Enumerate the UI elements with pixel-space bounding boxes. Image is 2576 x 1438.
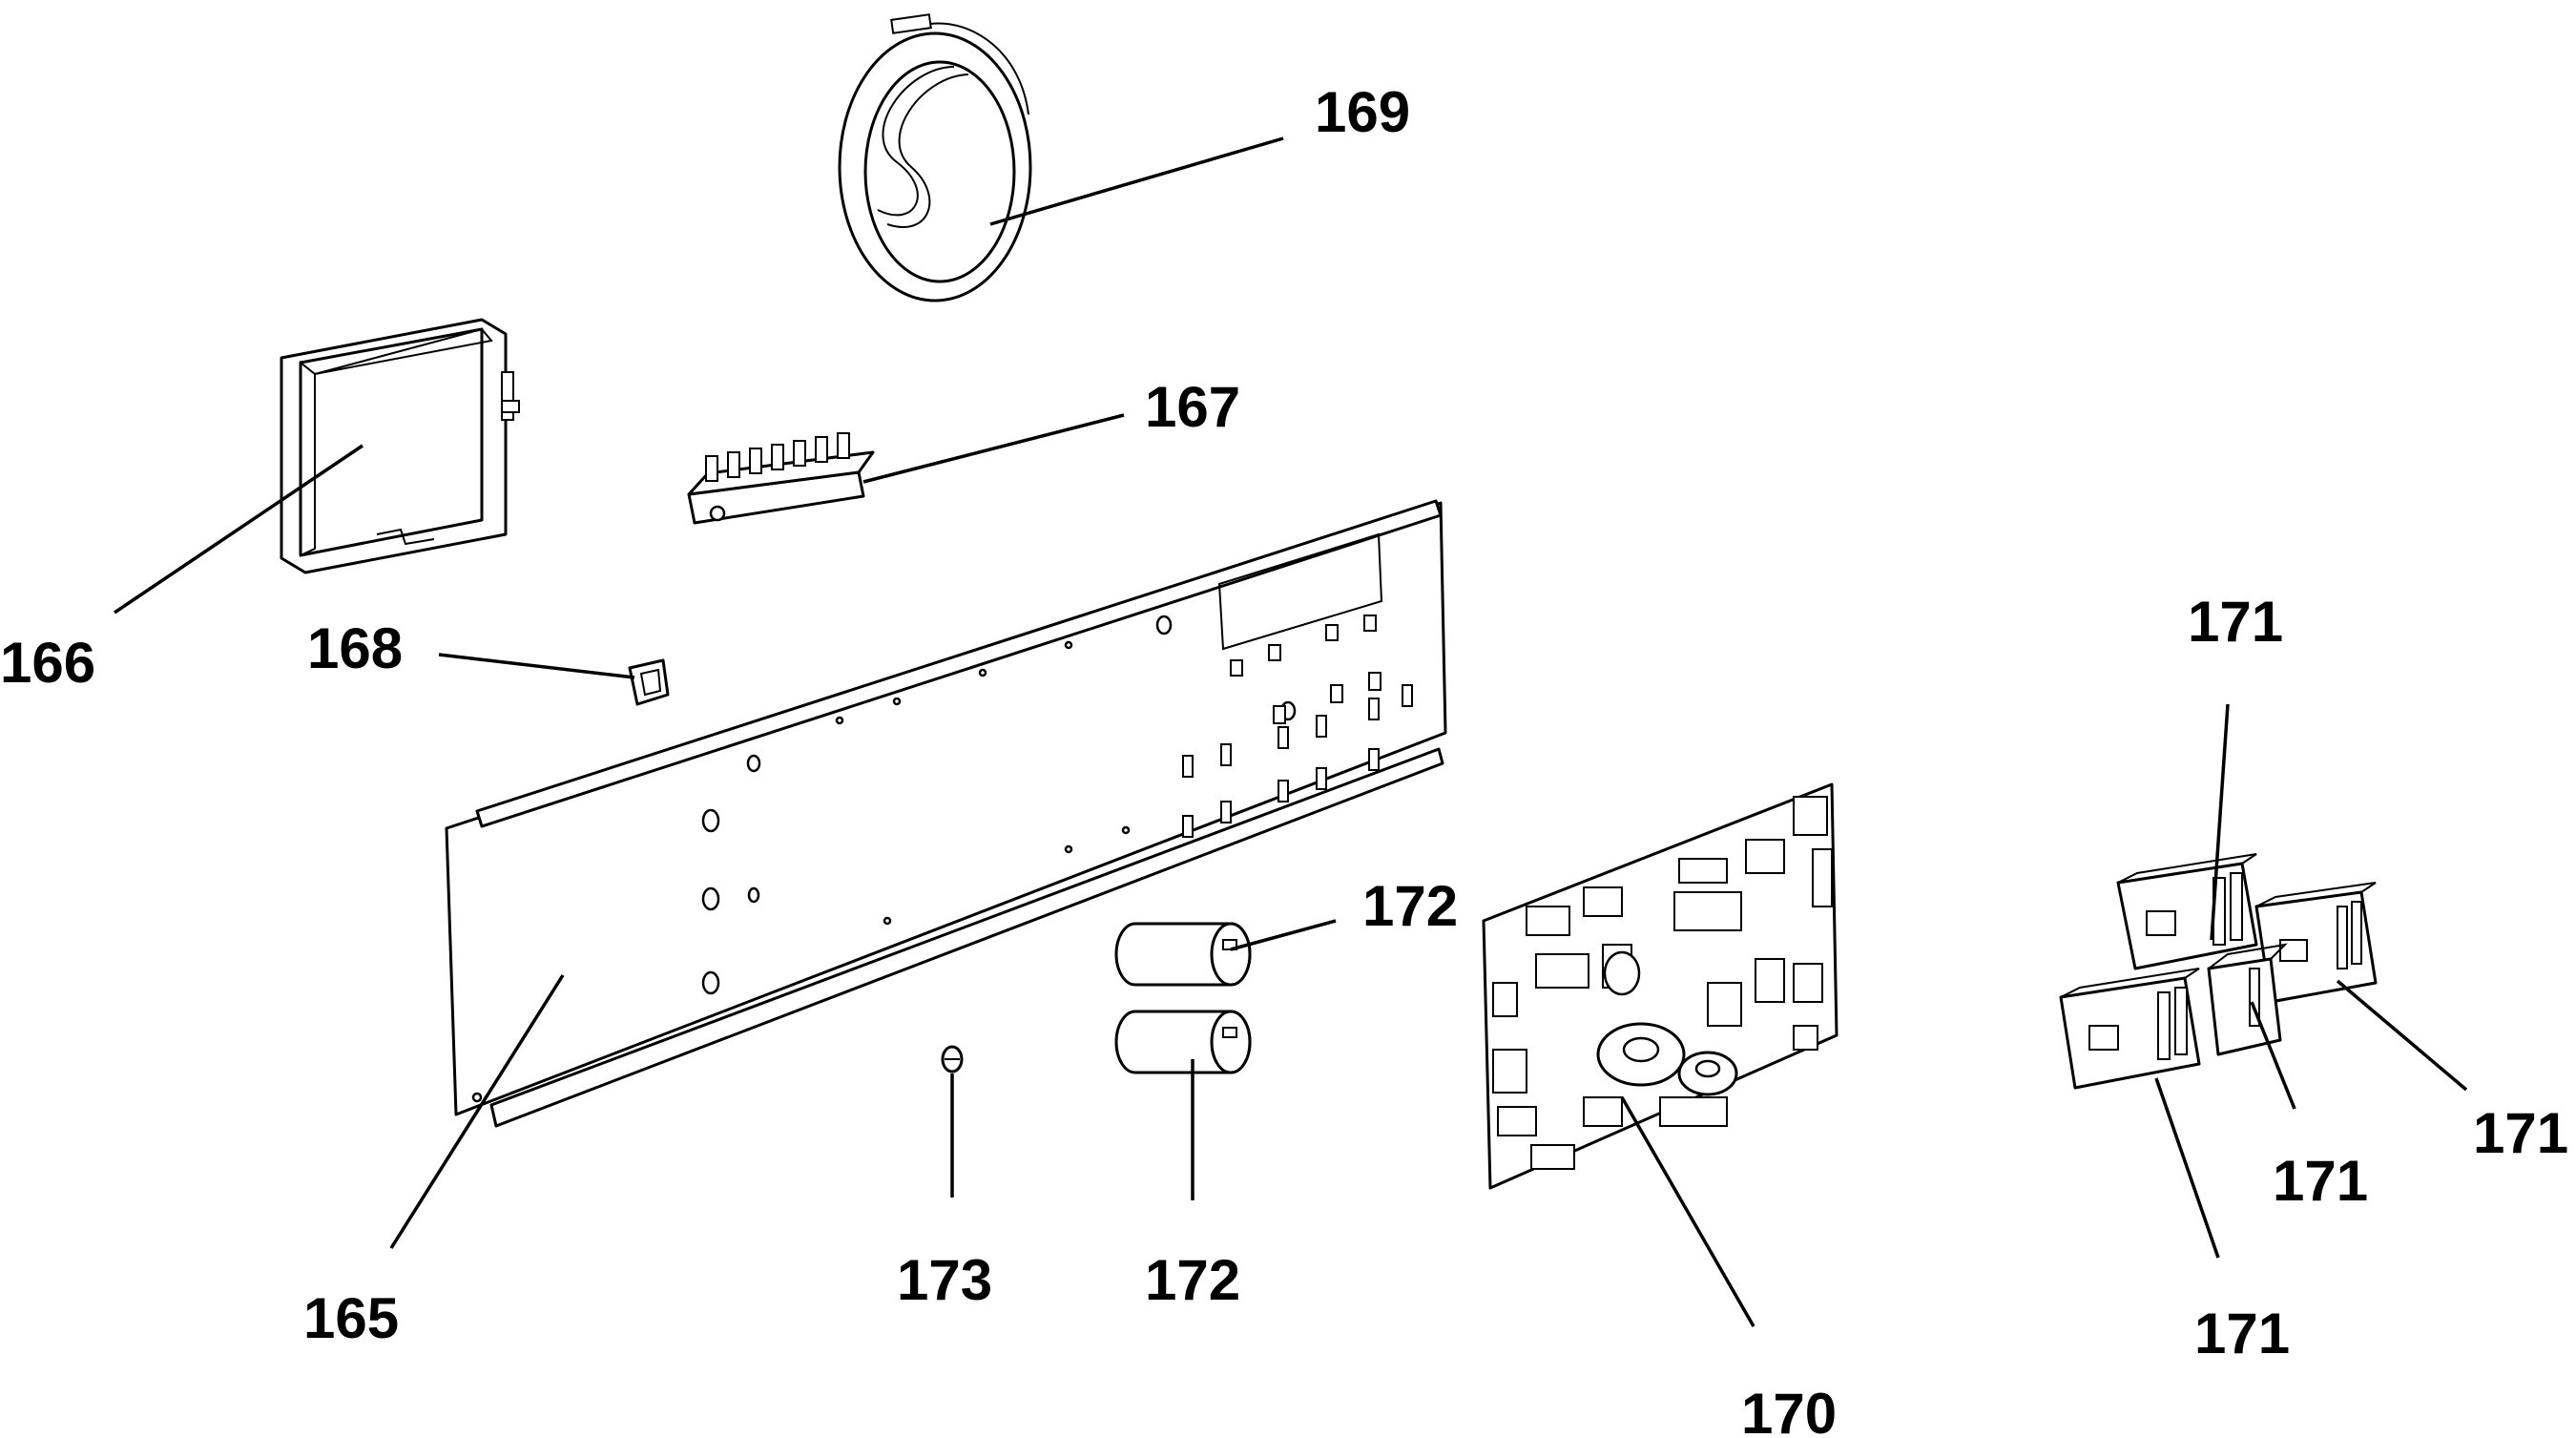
label-170: 170: [1741, 1382, 1837, 1438]
part-172-cylinder-upper: [1114, 922, 1252, 987]
label-165: 165: [303, 1286, 399, 1350]
leader-lines: [114, 136, 2468, 1327]
label-166: 166: [0, 631, 95, 695]
leader-167: [862, 413, 1125, 484]
label-172-lower: 172: [1145, 1248, 1240, 1312]
panel-holes: [471, 615, 1413, 1103]
part-170-circuit-board: [1482, 782, 1839, 1190]
leader-170: [1620, 1096, 1755, 1327]
leader-171-top: [2210, 703, 2230, 941]
part-172-cylinder-lower: [1114, 1010, 1252, 1074]
part-167-terminal-block: [687, 432, 875, 525]
part-166-box-cover: [280, 318, 520, 574]
leader-166: [114, 444, 364, 615]
label-168: 168: [307, 616, 403, 680]
label-173: 173: [897, 1248, 992, 1312]
label-169: 169: [1315, 80, 1410, 144]
label-171-right: 171: [2473, 1101, 2568, 1165]
callouts: 169 167 166 168 165 173 172 172 170 171 …: [0, 80, 2568, 1438]
label-171-bottom: 171: [2194, 1302, 2290, 1365]
leader-168: [438, 653, 635, 679]
part-173-screw: [941, 1045, 964, 1073]
board-components: [1492, 796, 1833, 1170]
label-171-top: 171: [2188, 590, 2283, 654]
part-171-relay-4: [2059, 968, 2201, 1090]
part-171-relay-1: [2116, 853, 2258, 970]
part-169-coiled-cable: [838, 13, 1032, 302]
leader-171-mid: [2250, 1001, 2296, 1110]
label-172-upper: 172: [1362, 874, 1458, 938]
label-171-mid: 171: [2273, 1149, 2368, 1213]
leader-171-bottom: [2154, 1077, 2220, 1259]
part-165-mounting-panel: [445, 499, 1447, 1128]
leader-169: [989, 136, 1284, 226]
label-167: 167: [1145, 375, 1240, 439]
part-168-clip: [628, 658, 670, 706]
leader-171-right: [2336, 979, 2468, 1092]
leader-172-upper: [1230, 919, 1337, 951]
leader-165: [389, 974, 565, 1249]
